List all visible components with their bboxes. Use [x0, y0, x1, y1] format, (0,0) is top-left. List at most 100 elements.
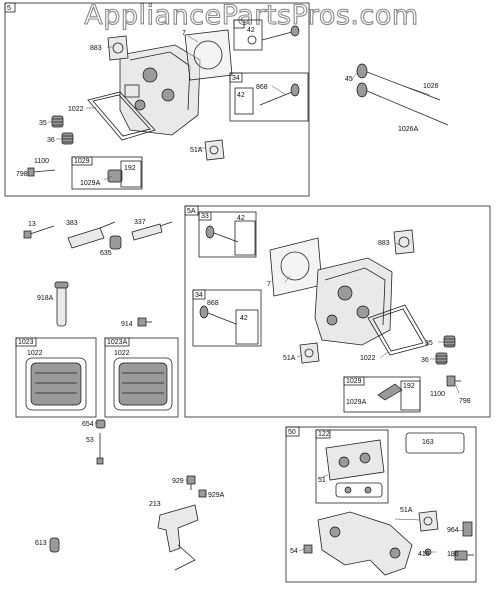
- part-label: 13: [28, 221, 36, 228]
- part-label: 654: [82, 421, 94, 428]
- leader-lines: [48, 35, 465, 557]
- part-label: 53: [86, 437, 94, 444]
- section-5-label: 5: [7, 5, 11, 12]
- part-label: 1100: [34, 158, 49, 165]
- part-label: 1029A: [346, 399, 367, 406]
- rocker-cover-gasket-part[interactable]: [87, 91, 156, 141]
- intake-gasket-part[interactable]: [107, 35, 129, 61]
- part-number-labels: 883 7 42 868 45 1026 1026A 1022 35 36 51…: [16, 27, 471, 558]
- gasket-163-part[interactable]: [405, 432, 465, 454]
- bolt-part[interactable]: [303, 544, 313, 554]
- glow-plug-part[interactable]: [131, 221, 173, 241]
- part-label: 192: [124, 165, 136, 172]
- plug-part[interactable]: [49, 537, 60, 553]
- part-label: 337: [134, 219, 146, 226]
- part-label: 42: [237, 92, 245, 99]
- intake-manifold-kit-box[interactable]: 122: [315, 429, 389, 504]
- part-label: 613: [35, 540, 47, 547]
- bracket-part[interactable]: [157, 504, 199, 571]
- section-5A-frame: 5A: [184, 205, 491, 418]
- part-label: 42: [237, 215, 245, 222]
- part-label: 918A: [37, 295, 54, 302]
- part-label: 883: [90, 45, 102, 52]
- exhaust-gasket-part[interactable]: [299, 342, 320, 364]
- dipstick-part[interactable]: [96, 433, 104, 465]
- dipstick-tube-part[interactable]: [54, 281, 69, 327]
- fastener-part[interactable]: [137, 317, 152, 327]
- part-label: 798: [16, 171, 28, 178]
- valve-spring-part[interactable]: [435, 352, 448, 365]
- box-1023-label: 1023: [18, 339, 34, 346]
- section-50-frame: 50: [285, 426, 477, 583]
- cylinder-head-part[interactable]: [119, 44, 201, 136]
- exhaust-valve-kit-box[interactable]: 34: [229, 72, 309, 122]
- part-label: 45: [345, 76, 353, 83]
- screw-part[interactable]: [27, 167, 56, 177]
- intake-gasket-part[interactable]: [393, 229, 415, 255]
- exhaust-gasket-part[interactable]: [204, 139, 225, 161]
- section-5A-label: 5A: [187, 208, 196, 215]
- fastener-part[interactable]: [198, 489, 207, 498]
- part-label: 868: [207, 300, 219, 307]
- part-label: 415: [418, 551, 430, 558]
- exhaust-valve-kit-box[interactable]: 34: [192, 289, 262, 347]
- intake-valve-part[interactable]: [261, 25, 300, 41]
- part-label: 1029A: [80, 180, 101, 187]
- box-34b-label: 34: [195, 292, 203, 299]
- section-5-frame: 5: [4, 2, 310, 197]
- spark-plug-part[interactable]: [67, 221, 116, 249]
- intake-manifold-part[interactable]: [317, 511, 413, 576]
- part-label: 1022: [360, 355, 376, 362]
- fastener-part[interactable]: [186, 475, 196, 490]
- part-label: 51A: [190, 147, 203, 154]
- rocker-cover-gasket-part[interactable]: [367, 304, 429, 356]
- part-label: 635: [100, 250, 112, 257]
- breather-kit-box[interactable]: 1029: [343, 376, 421, 413]
- part-label: 868: [256, 84, 268, 91]
- part-label: 883: [378, 240, 390, 247]
- head-gasket-part[interactable]: [184, 29, 233, 81]
- part-label: 1022: [114, 350, 130, 357]
- box-34-label: 34: [232, 75, 240, 82]
- valve-keeper-kit-box[interactable]: [233, 19, 263, 51]
- valve-spring-part[interactable]: [443, 335, 456, 348]
- watermark-text: AppliancePartsPros.com: [84, 0, 419, 32]
- part-label: 929: [172, 478, 184, 485]
- part-label: 1100: [430, 391, 445, 398]
- oil-drain-plug-part[interactable]: [95, 419, 106, 429]
- part-label: 1026A: [398, 126, 419, 133]
- breather-kit-box[interactable]: 1029: [71, 156, 143, 190]
- part-label: 36: [47, 137, 55, 144]
- fitting-part[interactable]: [462, 521, 473, 537]
- part-label: 7: [267, 281, 271, 288]
- part-label: 186: [447, 551, 459, 558]
- intake-valve-kit-box[interactable]: 33: [198, 211, 257, 258]
- part-label: 7: [182, 30, 186, 37]
- box-33-label: 33: [201, 213, 209, 220]
- cylinder-head-part[interactable]: [314, 257, 393, 346]
- screw-part[interactable]: [446, 375, 461, 387]
- bolt-part[interactable]: [23, 225, 55, 239]
- part-label: 192: [403, 383, 415, 390]
- part-label: 51: [318, 477, 326, 484]
- exhaust-gasket-part[interactable]: [418, 510, 439, 532]
- fitting-part[interactable]: [454, 550, 474, 561]
- part-label: 36: [421, 357, 429, 364]
- head-gasket-part[interactable]: [269, 237, 323, 297]
- part-label: 1022: [27, 350, 43, 357]
- part-label: 383: [66, 220, 78, 227]
- push-rod-part[interactable]: [356, 63, 441, 101]
- rocker-cover-kit-box[interactable]: 1023: [15, 337, 97, 418]
- push-rod-part[interactable]: [356, 82, 449, 126]
- part-label: 35: [39, 120, 47, 127]
- part-label: 54: [290, 548, 298, 555]
- plug-cap-part[interactable]: [109, 235, 122, 250]
- part-label: 35: [425, 340, 433, 347]
- rocker-cover-kit-box[interactable]: 1023A: [104, 337, 179, 418]
- part-label: 914: [121, 321, 133, 328]
- valve-spring-part[interactable]: [61, 132, 74, 145]
- valve-spring-part[interactable]: [51, 115, 64, 128]
- section-50-label: 50: [288, 429, 296, 436]
- part-label: 51A: [400, 507, 413, 514]
